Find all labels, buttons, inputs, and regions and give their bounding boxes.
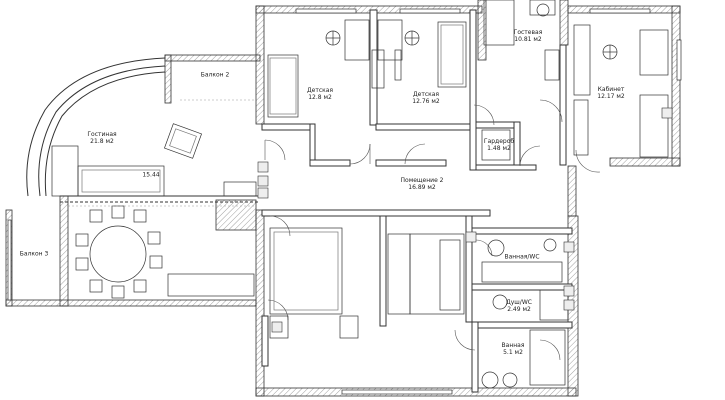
guide-lines	[68, 99, 256, 207]
room-name: Гостевая	[513, 29, 543, 36]
room-area: 12.76 м2	[412, 98, 440, 105]
room-name: Балкон 2	[200, 71, 230, 79]
doors	[264, 99, 601, 361]
room-label-hall: Помещение 2 16.89 м2	[401, 177, 444, 191]
room-area: 16.89 м2	[408, 184, 436, 191]
room-label-bath1: Ванная/WC	[504, 254, 539, 261]
room-label-kids2: Детская 12.76 м2	[412, 91, 439, 105]
room-area: 1.48 м2	[487, 145, 511, 152]
room-label-kids1: Детская 12.8 м2	[307, 87, 333, 101]
curved-wall	[26, 57, 260, 203]
furniture	[51, 0, 669, 389]
room-label-bath2: Ванная 5.1 м2	[502, 342, 525, 356]
room-name: Ванная/WC	[504, 253, 540, 261]
room-name: Гардероб	[483, 138, 515, 145]
room-label-wardrobe: Гардероб 1.48 м2	[484, 138, 514, 152]
partitions	[261, 9, 573, 393]
room-name: Балкон 3	[19, 250, 49, 258]
room-name: Душ/WC	[506, 299, 532, 306]
room-label-shower: Душ/WC 2.49 м2	[506, 299, 532, 313]
room-area: 5.1 м2	[503, 349, 523, 356]
room-area: 10.81 м2	[514, 36, 542, 43]
room-area: 12.17 м2	[597, 93, 625, 100]
walls	[5, 0, 681, 397]
room-name: Детская	[412, 91, 440, 98]
room-label-guest: Гостевая 10.81 м2	[514, 29, 543, 43]
room-label-balcony2: Балкон 2	[201, 72, 230, 79]
room-label-office: Кабинет 12.17 м2	[597, 86, 624, 100]
room-label-balcony3: Балкон 3	[20, 251, 49, 258]
radiators	[257, 107, 673, 333]
room-area: 12.8 м2	[308, 94, 332, 101]
room-area: 2.49 м2	[507, 306, 531, 313]
room-label-kitchen: 15.44	[142, 172, 159, 179]
room-name: Кабинет	[597, 86, 625, 93]
windows	[7, 8, 682, 395]
room-name: Ванная	[501, 342, 525, 349]
room-label-living: Гостиная 21.8 м2	[87, 131, 116, 145]
room-name: Гостиная	[87, 131, 117, 138]
room-name: Помещение 2	[400, 177, 444, 184]
room-area: 21.8 м2	[90, 138, 114, 145]
room-name: Детская	[306, 87, 334, 94]
room-area: 15.44	[142, 171, 160, 179]
